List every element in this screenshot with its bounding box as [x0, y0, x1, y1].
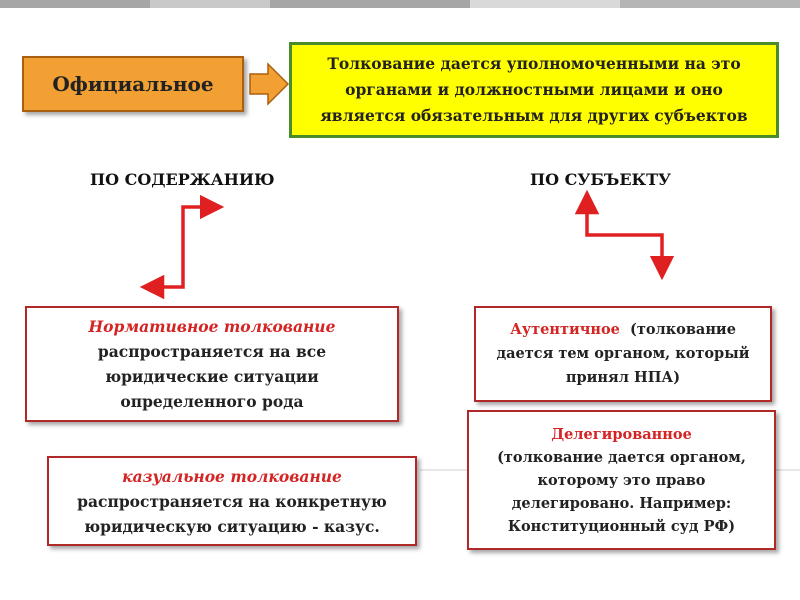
authentic-box: Аутентичное (толкование дается тем орган…	[474, 306, 772, 402]
official-to-definition-arrow	[249, 62, 290, 106]
heading-by-subject: ПО СУБЪЕКТУ	[530, 170, 671, 189]
content-elbow-arrow-down	[139, 245, 185, 300]
top-decor-bar	[0, 0, 800, 8]
authentic-line-1: дается тем органом, который	[496, 345, 750, 362]
delegated-title: Делегированное	[551, 425, 692, 443]
official-label: Официальное	[52, 72, 214, 96]
normative-line-3: определенного рода	[120, 392, 304, 411]
authentic-title-line: Аутентичное (толкование	[510, 318, 736, 342]
normative-line-2: юридические ситуации	[105, 367, 319, 386]
normative-box: Нормативное толкование распространяется …	[25, 306, 399, 422]
delegated-box: Делегированное (толкование дается органо…	[467, 410, 776, 550]
heading-by-content: ПО СОДЕРЖАНИЮ	[90, 170, 275, 189]
casual-line-1: распространяется на конкретную	[77, 491, 387, 511]
definition-text: Толкование дается уполномоченными на это…	[320, 54, 748, 125]
definition-box: Толкование дается уполномоченными на это…	[289, 42, 779, 138]
delegated-line-4: Конституционный суд РФ)	[507, 517, 736, 535]
content-elbow-arrow-up	[181, 194, 225, 245]
normative-line-1: распространяется на все	[97, 342, 327, 361]
authentic-title: Аутентичное	[510, 321, 620, 338]
delegated-line-3: делегировано. Например:	[511, 494, 732, 512]
subject-elbow-arrow-down	[622, 233, 675, 281]
casual-title: казуальное толкование	[122, 466, 342, 486]
authentic-line-2: принял НПА)	[565, 369, 681, 386]
authentic-title-rest: (толкование	[629, 321, 736, 338]
delegated-line-2: которому это право	[537, 471, 706, 489]
casual-box: казуальное толкование распространяется н…	[47, 456, 417, 546]
normative-title: Нормативное толкование	[88, 317, 336, 336]
casual-line-2: юридическую ситуацию - казус.	[84, 516, 380, 536]
delegated-line-1: (толкование дается органом,	[497, 448, 746, 466]
subject-elbow-arrow-up	[574, 189, 622, 237]
official-box: Официальное	[22, 56, 244, 112]
